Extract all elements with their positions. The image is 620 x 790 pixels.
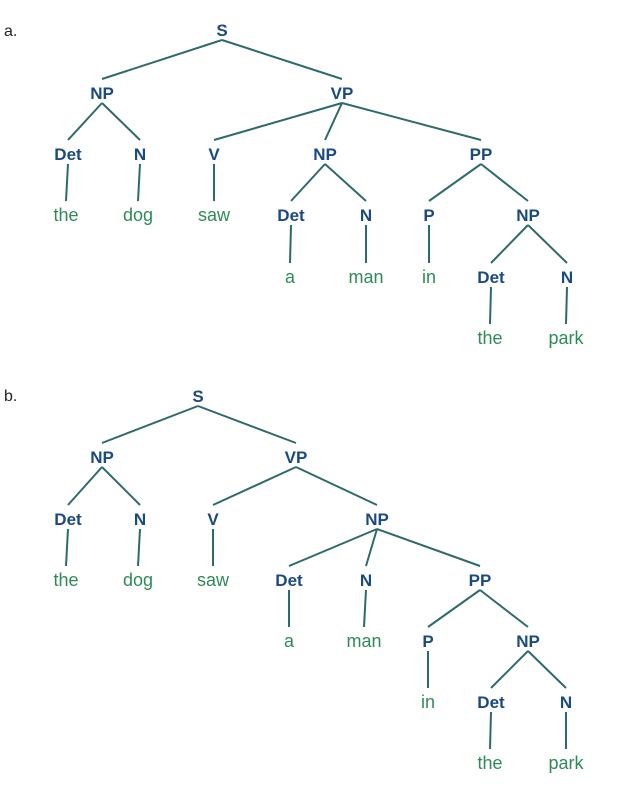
tree-edge — [480, 163, 529, 202]
category-node: PP — [469, 571, 492, 590]
tree-edge — [489, 711, 492, 750]
category-node: PP — [470, 145, 493, 164]
tree-edge — [527, 650, 567, 689]
tree-a-label: a. — [4, 23, 17, 40]
tree-edge — [101, 466, 141, 506]
word-leaf: park — [548, 328, 584, 348]
word-leaf: a — [284, 631, 295, 651]
word-leaf: the — [53, 570, 78, 590]
word-leaf: saw — [197, 570, 230, 590]
category-node: Det — [477, 268, 505, 287]
category-node: Det — [54, 145, 82, 164]
word-leaf: the — [53, 205, 78, 225]
category-node: N — [134, 510, 146, 529]
tree-edge — [197, 405, 297, 444]
category-node: NP — [90, 448, 114, 467]
word-leaf: saw — [198, 205, 231, 225]
tree-edge — [212, 466, 297, 506]
tree-edge — [213, 102, 343, 141]
word-leaf: man — [346, 631, 381, 651]
category-node: N — [360, 206, 372, 225]
tree-edge — [479, 589, 529, 628]
tree-edge — [341, 102, 482, 141]
category-node: Det — [477, 693, 505, 712]
tree-edge — [295, 466, 378, 506]
tree-edge — [365, 528, 378, 567]
tree-edge — [65, 163, 69, 202]
tree-edge — [101, 102, 141, 141]
tree-edge — [428, 163, 482, 202]
tree-edge — [427, 589, 481, 628]
tree-edge — [67, 102, 103, 141]
word-leaf: a — [285, 267, 296, 287]
category-node: NP — [313, 145, 337, 164]
tree-edge — [324, 102, 343, 141]
category-node: S — [192, 387, 203, 406]
word-leaf: the — [477, 753, 502, 773]
tree-edge — [67, 466, 103, 506]
tree-edge — [363, 589, 367, 628]
category-node: N — [134, 145, 146, 164]
tree-edge — [490, 224, 529, 264]
word-leaf: man — [348, 267, 383, 287]
tree-edge — [137, 163, 141, 202]
word-leaf: park — [548, 753, 584, 773]
category-node: N — [561, 268, 573, 287]
category-node: NP — [365, 510, 389, 529]
category-node: N — [560, 693, 572, 712]
category-node: V — [207, 510, 219, 529]
category-node: V — [208, 145, 220, 164]
tree-edge — [489, 286, 492, 325]
word-leaf: dog — [123, 570, 153, 590]
tree-edge — [490, 650, 529, 689]
tree-edge — [288, 528, 378, 567]
tree-edge — [101, 405, 199, 444]
tree-b-label: b. — [4, 388, 17, 405]
category-node: P — [423, 206, 434, 225]
tree-edge — [137, 528, 141, 567]
category-node: Det — [54, 510, 82, 529]
word-leaf: in — [422, 267, 436, 287]
tree-edge — [565, 286, 568, 325]
word-leaf: in — [421, 692, 435, 712]
category-node: NP — [90, 84, 114, 103]
category-node: NP — [516, 632, 540, 651]
category-node: NP — [516, 206, 540, 225]
category-node: VP — [331, 84, 354, 103]
tree-edge — [221, 39, 343, 80]
category-node: Det — [277, 206, 305, 225]
category-node: Det — [275, 571, 303, 590]
tree-edge — [290, 163, 326, 202]
category-node: P — [422, 632, 433, 651]
category-node: VP — [285, 448, 308, 467]
category-node: S — [216, 21, 227, 40]
tree-edge — [527, 224, 568, 264]
tree-edge — [65, 528, 69, 567]
word-leaf: dog — [123, 205, 153, 225]
tree-edge — [376, 528, 481, 567]
tree-edge — [289, 224, 292, 264]
tree-edge — [324, 163, 367, 202]
word-leaf: the — [477, 328, 502, 348]
category-node: N — [360, 571, 372, 590]
tree-edge — [101, 39, 223, 80]
